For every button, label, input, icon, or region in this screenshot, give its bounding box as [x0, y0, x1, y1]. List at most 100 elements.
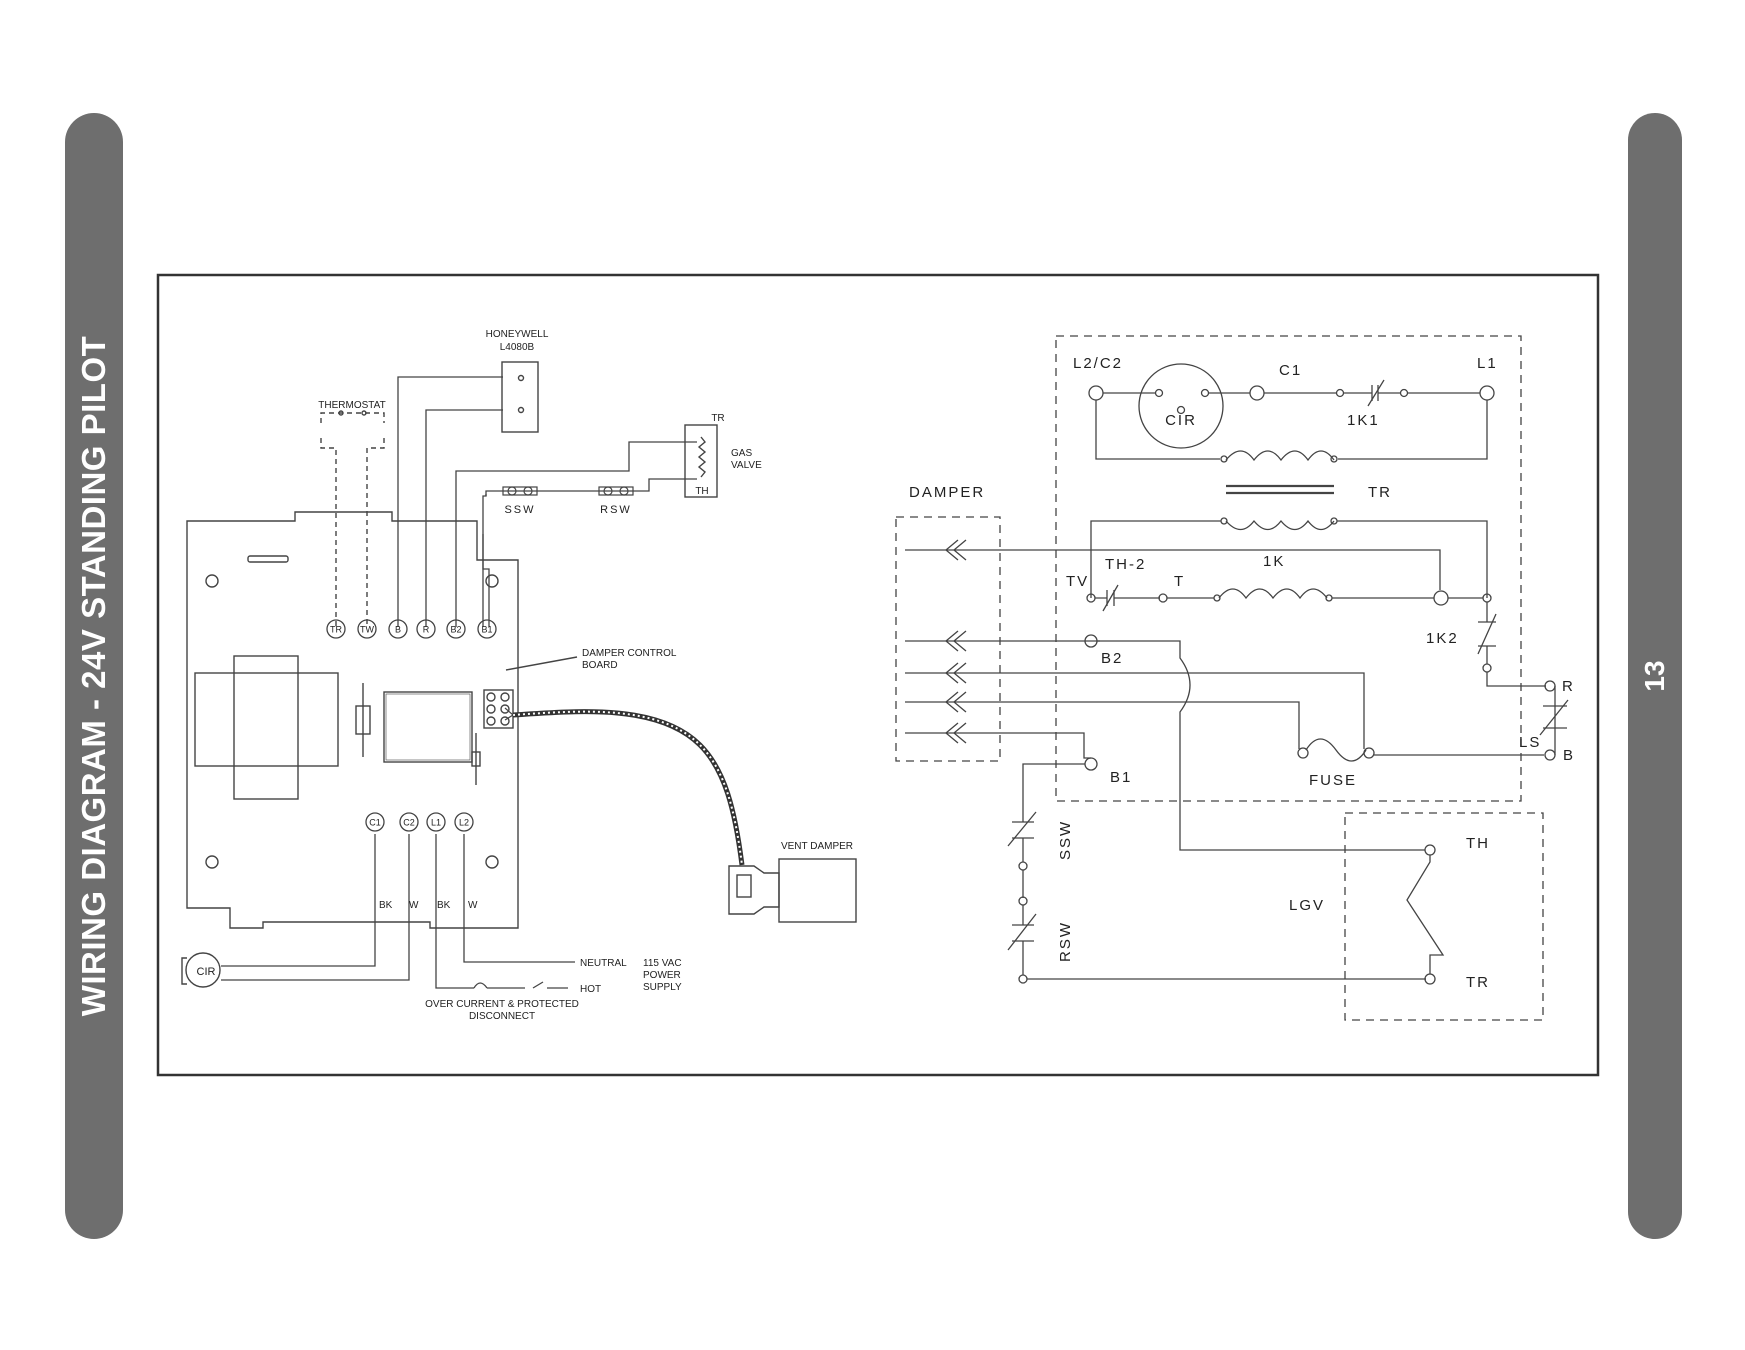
- power-terminal: [365, 812, 385, 832]
- label-1k2: 1K2: [1426, 630, 1459, 647]
- cir-circle: [1138, 363, 1224, 449]
- vent-damper-label: VENT DAMPER: [781, 841, 853, 852]
- label-b2: B2: [1101, 650, 1123, 667]
- power-terminal-label: C2: [403, 818, 415, 828]
- board-slot: [247, 555, 289, 563]
- honeywell-control: [501, 361, 539, 433]
- label-th: TH: [1466, 835, 1490, 852]
- pictorial-diagram: [186, 511, 578, 929]
- damper-chevron: [952, 630, 967, 652]
- damper-chevron: [952, 691, 967, 713]
- label-lgv: LGV: [1289, 897, 1325, 914]
- disconnect-label-1: OVER CURRENT & PROTECTED: [425, 999, 579, 1010]
- ssw-switch: [502, 486, 538, 496]
- board-fuse: [355, 705, 371, 735]
- mount-hole: [485, 855, 499, 869]
- label-t: T: [1174, 573, 1185, 590]
- label-damper: DAMPER: [909, 484, 985, 501]
- power-terminal-label: L2: [459, 818, 469, 828]
- damper-chevron: [944, 630, 959, 652]
- supply-label-1: 115 VAC: [643, 958, 682, 969]
- gas-valve: [684, 424, 718, 498]
- gas-valve-label-2: VALVE: [731, 460, 762, 471]
- side-tab-right: [1628, 113, 1682, 1239]
- gas-valve-th: TH: [695, 486, 708, 497]
- power-terminal-label: L1: [431, 818, 441, 828]
- label-1k1: 1K1: [1347, 412, 1380, 429]
- damper-board-label-1: DAMPER CONTROL: [582, 648, 677, 659]
- mount-hole: [205, 574, 219, 588]
- damper-chevron: [944, 691, 959, 713]
- label-rsw-vertical: RSW: [1057, 921, 1074, 962]
- thermostat-label: THERMOSTAT: [318, 400, 385, 411]
- power-terminal-label: C1: [369, 818, 381, 828]
- honeywell-brand: HONEYWELL: [486, 329, 549, 340]
- label-ls: LS: [1519, 734, 1541, 751]
- board-terminal: [326, 619, 346, 639]
- damper-chevron: [944, 722, 959, 744]
- pictorial-ssw-label: SSW: [504, 504, 535, 516]
- board-terminal-label: R: [423, 625, 430, 635]
- label-th2: TH-2: [1105, 556, 1146, 573]
- board-terminal-label: TR: [330, 625, 342, 635]
- wire-color-2: W: [409, 900, 419, 911]
- board-terminal-label: TW: [360, 625, 374, 635]
- board-pointer: [505, 656, 578, 671]
- label-tr-coil: TR: [1368, 484, 1392, 501]
- wire-color-3: BK: [437, 900, 451, 911]
- label-tr: TR: [1466, 974, 1490, 991]
- supply-label-2: POWER: [643, 970, 681, 981]
- damper-chevron: [944, 539, 959, 561]
- thermostat: [320, 410, 385, 627]
- board-terminal-label: B2: [450, 625, 461, 635]
- schematic-diagram: [895, 335, 1569, 1021]
- damper-chevron: [952, 662, 967, 684]
- vent-damper-motor: [728, 858, 857, 923]
- disconnect-label-2: DISCONNECT: [469, 1011, 535, 1022]
- power-terminal: [399, 812, 419, 832]
- power-terminal: [454, 812, 474, 832]
- power-terminal: [426, 812, 446, 832]
- damper-chevron: [944, 662, 959, 684]
- wire-color-1: BK: [379, 900, 393, 911]
- damper-chevrons: [944, 539, 967, 744]
- gas-valve-label-1: GAS: [731, 448, 752, 459]
- damper-box-dashed: [895, 516, 1001, 762]
- label-1k: 1K: [1263, 553, 1285, 570]
- board-connector: [483, 689, 514, 729]
- label-tv: TV: [1066, 573, 1089, 590]
- control-board-outline: [186, 511, 519, 929]
- board-terminal: [357, 619, 377, 639]
- label-c1: C1: [1279, 362, 1302, 379]
- circulator-label: CIR: [197, 966, 216, 978]
- label-r: R: [1562, 678, 1575, 695]
- board-relay: [383, 691, 473, 763]
- label-b: B: [1563, 747, 1575, 764]
- board-terminal-label: B1: [481, 625, 492, 635]
- lgv-box-dashed: [1344, 812, 1544, 1021]
- power-terminals: C1 C2 L1 L2: [365, 812, 474, 832]
- damper-chevron: [952, 722, 967, 744]
- board-transformer-core: [233, 655, 299, 800]
- board-terminal: [416, 619, 436, 639]
- mount-hole: [205, 855, 219, 869]
- damper-chevron: [952, 539, 967, 561]
- honeywell-model: L4080B: [500, 342, 535, 353]
- board-terminal: [388, 619, 408, 639]
- label-fuse: FUSE: [1309, 772, 1357, 789]
- label-b1: B1: [1110, 769, 1132, 786]
- rsw-switch: [598, 486, 634, 496]
- power-wiring: [221, 834, 575, 989]
- control-wiring: [397, 376, 697, 627]
- vent-damper-cable: [512, 709, 745, 866]
- wire-color-4: W: [468, 900, 478, 911]
- damper-board-label-2: BOARD: [582, 660, 618, 671]
- neutral-label: NEUTRAL: [580, 958, 627, 969]
- gas-valve-tr: TR: [711, 413, 724, 424]
- hot-label: HOT: [580, 984, 601, 995]
- pictorial-rsw-label: RSW: [600, 504, 632, 516]
- board-terminal: [477, 619, 497, 639]
- control-box-dashed: [1055, 335, 1522, 802]
- board-terminal: [446, 619, 466, 639]
